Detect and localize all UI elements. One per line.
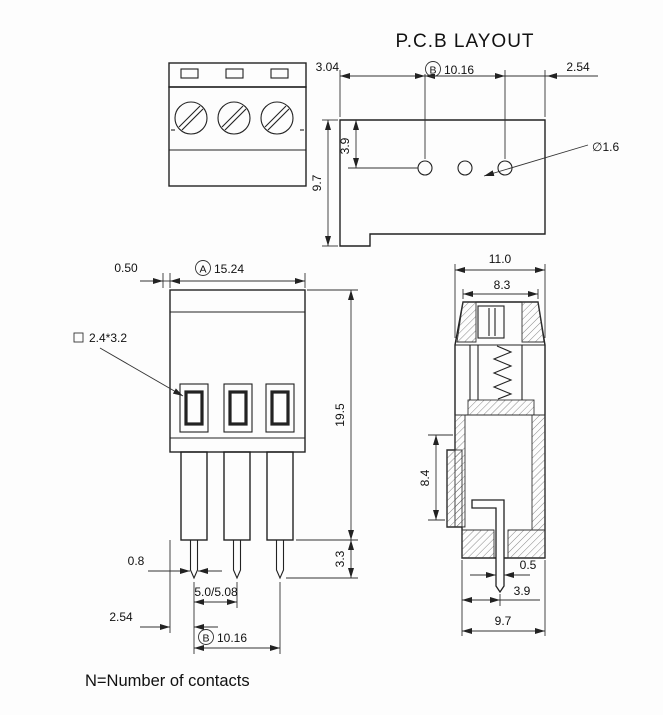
side-view-dimensions: 11.0 8.3 8.4 0.5 3.9 9.7 — [418, 252, 546, 636]
clamp-section — [467, 399, 535, 416]
wire-slot-2 — [225, 68, 244, 79]
dim-label-pcb-edge-left: 3.04 — [316, 60, 340, 74]
dim-label-pin-offset: 3.9 — [514, 584, 531, 598]
solder-pin-3 — [275, 539, 285, 580]
dim-label-flange-height: 8.4 — [418, 469, 432, 486]
pcb-outline — [339, 119, 546, 247]
dim-label-hole-diameter: ∅1.6 — [592, 140, 619, 154]
clamp-screw — [477, 305, 505, 339]
base-section-left — [461, 529, 495, 559]
solder-pin-2 — [232, 539, 242, 580]
screw-2 — [217, 101, 251, 135]
mounting-hole-2 — [457, 160, 473, 176]
dim-label-pitch-total: 10.16 — [217, 631, 247, 645]
dim-label-pcb-pitch-total: 10.16 — [444, 63, 474, 77]
dim-label-pin-length: 3.3 — [333, 550, 347, 567]
dim-label-total-depth: 11.0 — [489, 252, 512, 266]
dim-label-body-height: 19.5 — [333, 403, 347, 427]
top-cover — [168, 62, 307, 88]
dim-label-cover-offset: 0.50 — [114, 261, 138, 275]
front-view-geometry — [169, 289, 306, 580]
datum-b-letter-front: B — [202, 633, 209, 645]
screw-3 — [260, 101, 294, 135]
pcb-view-geometry — [339, 119, 546, 247]
dim-label-total-width: 15.24 — [214, 262, 244, 276]
dim-label-pcb-height: 9.7 — [310, 174, 324, 191]
dim-label-half-pitch: 2.54 — [109, 610, 133, 624]
contacts-note: N=Number of contacts — [85, 672, 250, 690]
dim-label-hole-to-edge: 3.9 — [338, 137, 352, 154]
wire-window-1 — [179, 383, 209, 433]
cap-section-right — [521, 301, 545, 343]
leg-3 — [266, 451, 294, 541]
datum-b-badge — [425, 61, 441, 77]
clamp-spring — [492, 345, 513, 400]
side-view-geometry — [446, 301, 546, 594]
wire-slot-3 — [270, 68, 289, 79]
dim-label-top-depth: 8.3 — [494, 278, 511, 292]
pcb-view-dimensions: 3.04 B 10.16 2.54 ∅1.6 3.9 9.7 — [310, 60, 619, 247]
housing-body — [169, 289, 306, 453]
square-symbol — [73, 332, 84, 343]
screw-1 — [174, 101, 208, 135]
datum-a-letter: A — [199, 264, 206, 276]
solder-pin-side — [471, 499, 505, 594]
wire-window-3 — [265, 383, 295, 433]
cap-section-left — [456, 301, 477, 343]
dim-label-bottom-depth: 9.7 — [495, 614, 512, 628]
dim-label-pcb-edge-right: 2.54 — [566, 60, 590, 74]
mounting-hole-1 — [417, 160, 433, 176]
leg-2 — [223, 451, 251, 541]
wall-section-right — [531, 414, 546, 531]
base-section-right — [507, 529, 546, 559]
datum-b-badge-front — [198, 629, 214, 645]
datum-a-badge — [195, 260, 211, 276]
housing-front-face — [168, 86, 307, 187]
drawing-title: P.C.B LAYOUT — [395, 31, 534, 52]
front-top-view — [168, 62, 307, 187]
dim-label-window-size: 2.4*3.2 — [89, 331, 127, 345]
mounting-flange — [446, 449, 463, 528]
datum-b-letter: B — [429, 65, 436, 77]
leg-1 — [180, 451, 208, 541]
dim-label-side-pin-width: 0.5 — [520, 558, 537, 572]
dim-label-pitch: 5.0/5.08 — [194, 585, 238, 599]
front-view-dimensions: 0.50 A 15.24 2.4*3.2 19.5 3.3 0.8 5.0/5.… — [73, 260, 358, 654]
wire-window-2 — [223, 383, 253, 433]
solder-pin-1 — [189, 539, 199, 580]
wire-slot-1 — [180, 68, 199, 79]
dim-label-pin-width: 0.8 — [128, 554, 145, 568]
